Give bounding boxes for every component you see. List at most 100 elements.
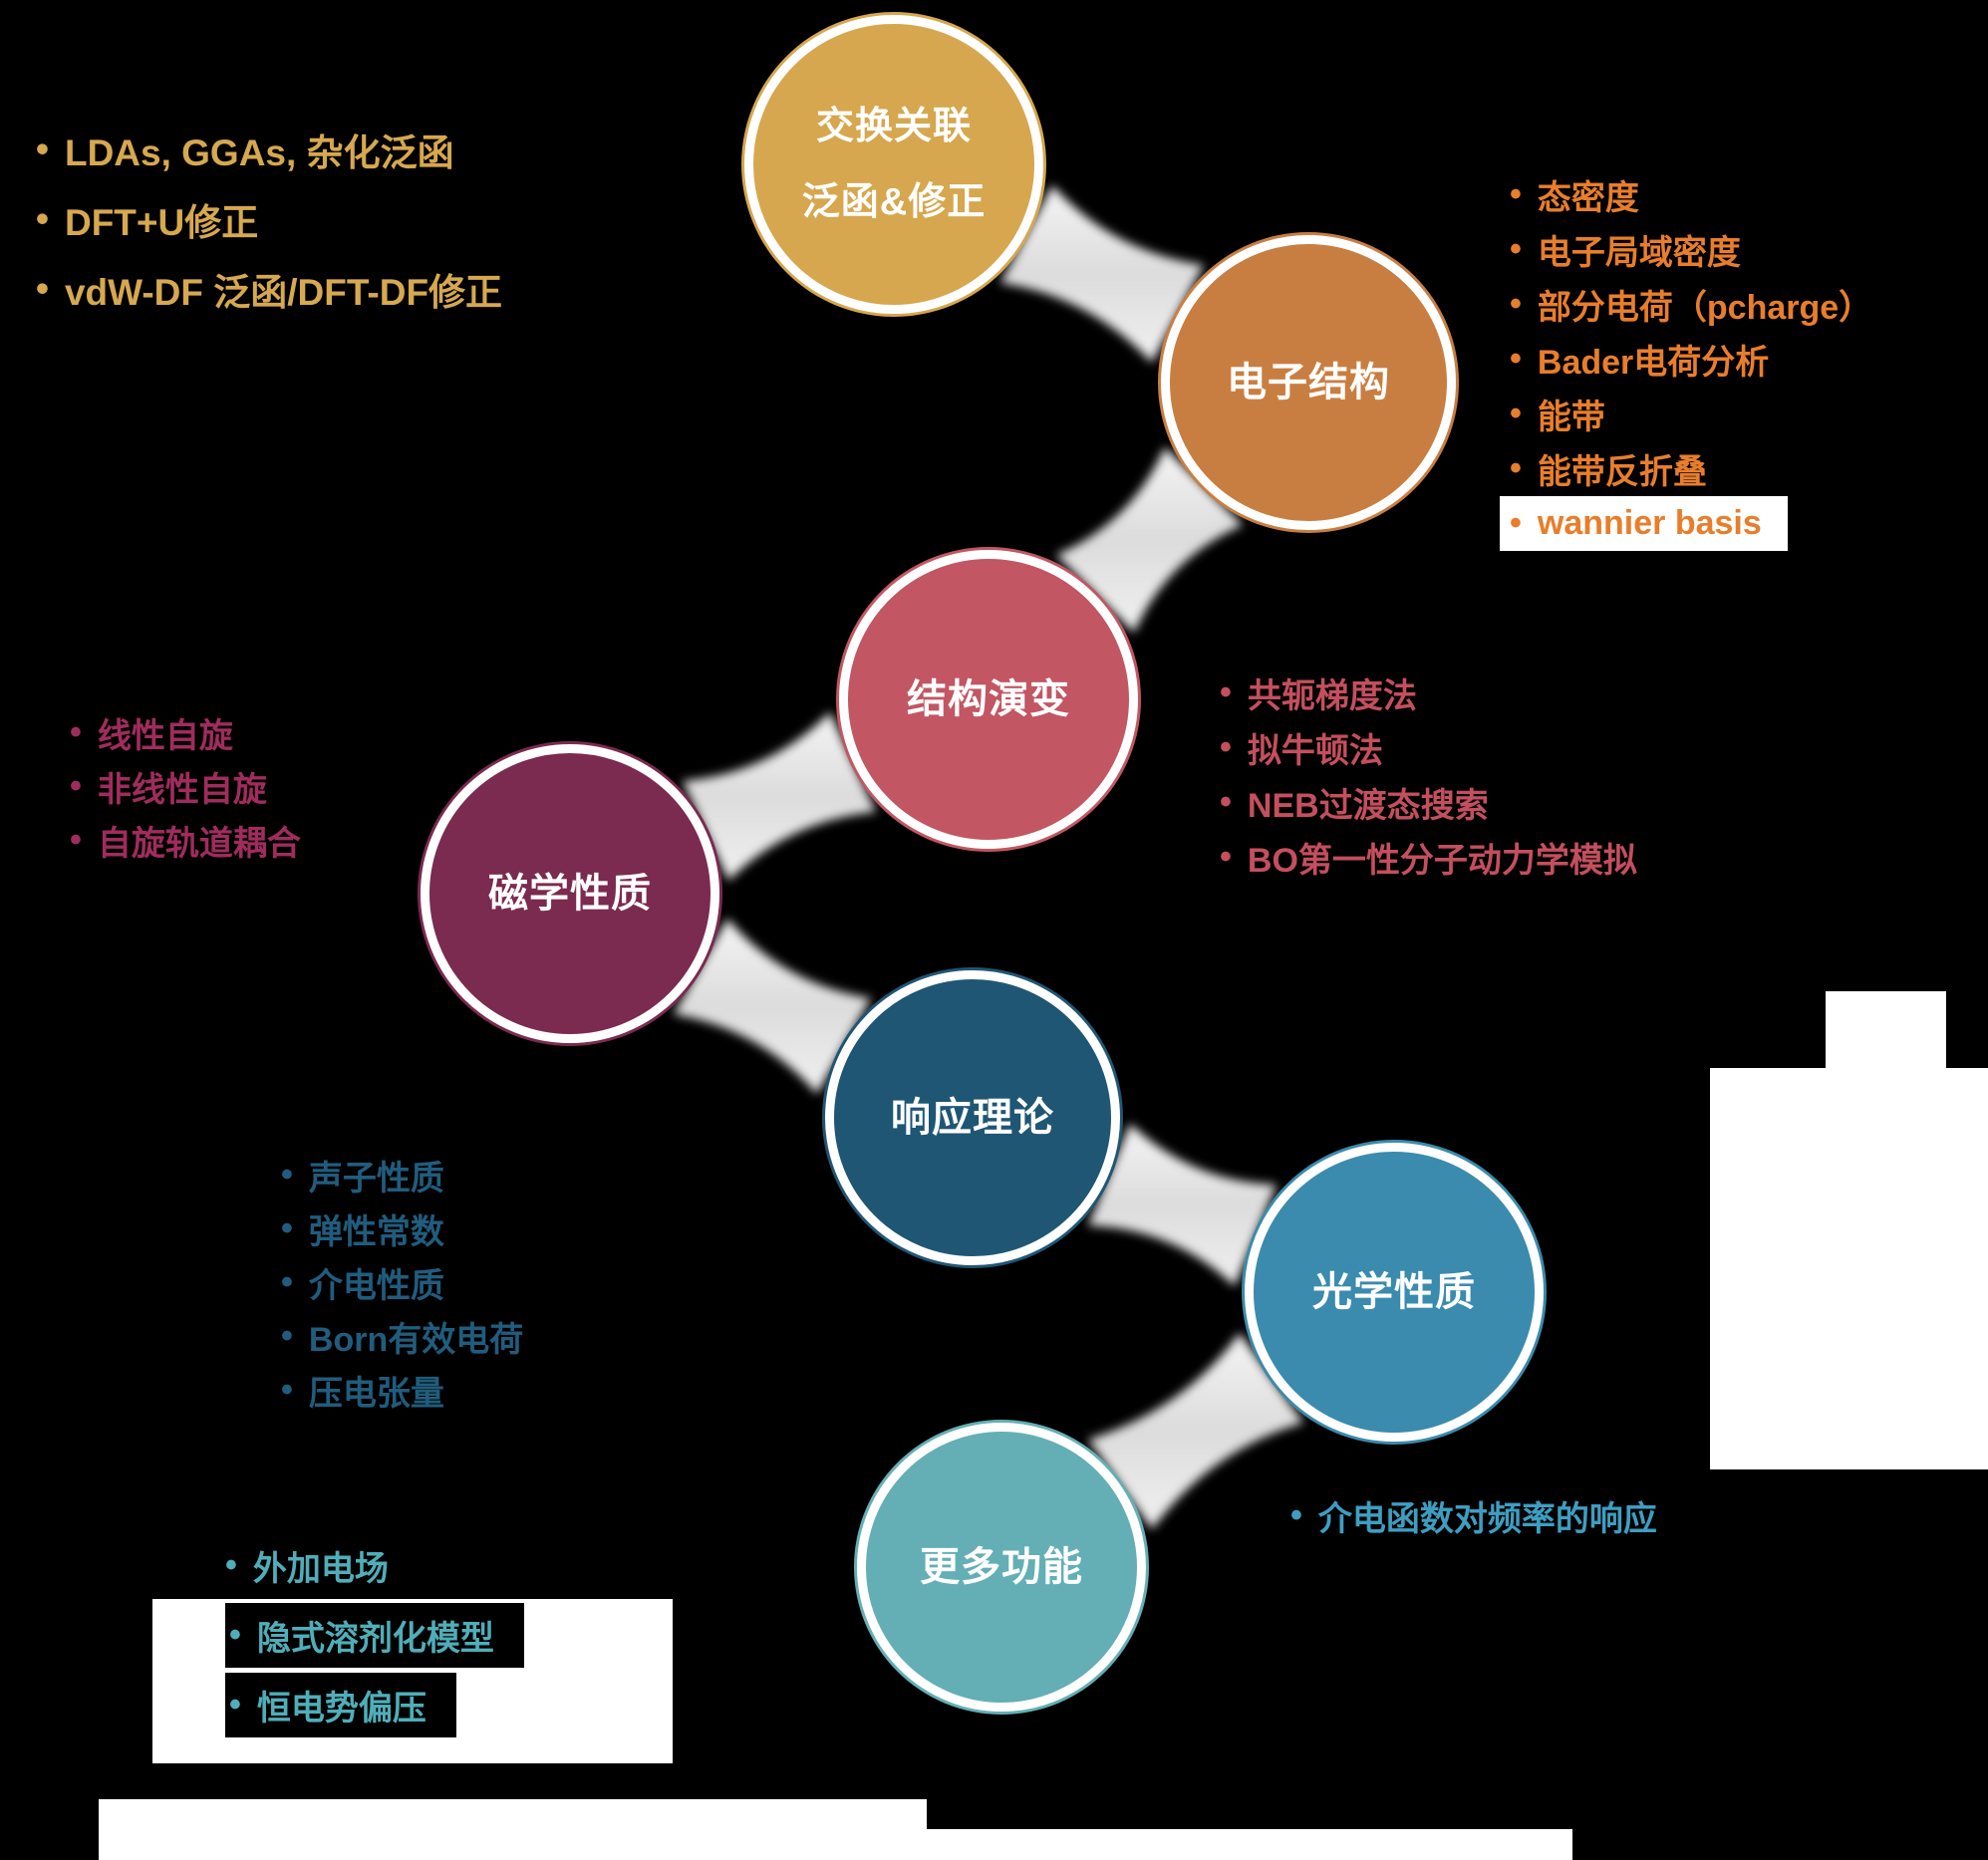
connector-ribbon bbox=[674, 919, 871, 1094]
node-label: 磁学性质 bbox=[488, 872, 652, 916]
list-item-text: 电子局域密度 bbox=[1537, 234, 1741, 272]
list-response-theory: • 声子性质 •弹性常数 • 介电性质 • Born有效电荷 • 压电张量 bbox=[281, 1148, 523, 1417]
bullet-icon: • bbox=[70, 766, 82, 805]
list-item-text: 介电函数对频率的响应 bbox=[1317, 1499, 1657, 1538]
list-item: •能带 bbox=[1510, 387, 1872, 441]
list-item: •共轭梯度法 bbox=[1220, 665, 1637, 720]
bullet-icon: • bbox=[281, 1316, 293, 1355]
list-item-text: 介电性质 bbox=[308, 1266, 444, 1305]
bullet-icon: • bbox=[1510, 340, 1522, 378]
node-exchange-correlation: 交换关联 泛函&修正 bbox=[744, 15, 1043, 314]
list-magnetic-properties: • 线性自旋 • 非线性自旋 • 自旋轨道耦合 bbox=[70, 705, 301, 867]
bullet-icon: • bbox=[1510, 175, 1522, 213]
list-item-text: BO第一性分子动力学模拟 bbox=[1247, 842, 1637, 880]
list-item: • LDAs, GGAs, 杂化泛函 bbox=[36, 115, 502, 184]
node-label: 更多功能 bbox=[920, 1545, 1083, 1589]
list-item-highlighted: • wannier basis bbox=[1500, 496, 1788, 551]
list-item-text: wannier basis bbox=[1537, 504, 1762, 542]
bullet-icon: • bbox=[36, 198, 49, 239]
list-item: • Bader电荷分析 bbox=[1510, 332, 1872, 387]
list-item-chip: • 隐式溶剂化模型 bbox=[225, 1602, 524, 1668]
list-item-text: 线性自旋 bbox=[97, 716, 233, 755]
list-item: • 线性自旋 bbox=[70, 705, 301, 759]
bullet-icon: • bbox=[281, 1155, 293, 1194]
node-label: 响应理论 bbox=[891, 1096, 1054, 1140]
list-more-features: •外加电场 • 隐式溶剂化模型 • 恒电势偏压 bbox=[225, 1530, 524, 1739]
list-item-text: 态密度 bbox=[1537, 179, 1639, 217]
bullet-icon: • bbox=[281, 1262, 293, 1301]
list-item: •部分电荷（pcharge） bbox=[1510, 277, 1872, 332]
list-item-text: 隐式溶剂化模型 bbox=[256, 1619, 494, 1658]
list-structure-evolution: •共轭梯度法 • 拟牛顿法 • NEB过渡态搜索 •BO第一性分子动力学模拟 bbox=[1220, 665, 1637, 885]
list-item: • 介电性质 bbox=[281, 1255, 523, 1309]
node-magnetic-properties: 磁学性质 bbox=[421, 744, 719, 1043]
node-structure-evolution: 结构演变 bbox=[839, 550, 1138, 849]
bullet-icon: • bbox=[36, 268, 49, 309]
node-label: 光学性质 bbox=[1312, 1270, 1476, 1314]
list-item-text: vdW-DF 泛函/DFT-DF修正 bbox=[64, 272, 503, 313]
transparency-artifact bbox=[926, 1829, 1572, 1860]
list-item-chip: • 恒电势偏压 bbox=[225, 1672, 456, 1737]
bullet-icon: • bbox=[1510, 449, 1522, 487]
bullet-icon: • bbox=[1290, 1495, 1302, 1534]
bullet-icon: • bbox=[1220, 783, 1232, 821]
node-label: 交换关联 泛函&修正 bbox=[802, 89, 986, 240]
list-item: • 态密度 bbox=[1510, 167, 1872, 222]
bullet-icon: • bbox=[229, 1685, 241, 1724]
list-item: •BO第一性分子动力学模拟 bbox=[1220, 830, 1637, 885]
bullet-icon: • bbox=[229, 1615, 241, 1654]
list-item-text: DFT+U修正 bbox=[64, 202, 259, 243]
list-item-text: Bader电荷分析 bbox=[1537, 344, 1770, 382]
node-label-line: 交换关联 bbox=[815, 106, 972, 147]
bullet-icon: • bbox=[70, 820, 82, 859]
node-optical-properties: 光学性质 bbox=[1245, 1143, 1544, 1442]
list-item-text: 恒电势偏压 bbox=[256, 1689, 426, 1727]
list-item: • 介电函数对频率的响应 bbox=[1290, 1488, 1657, 1542]
list-item-text: 压电张量 bbox=[308, 1374, 444, 1413]
list-item: • NEB过渡态搜索 bbox=[1220, 775, 1637, 830]
bullet-icon: • bbox=[1510, 504, 1522, 542]
bullet-icon: • bbox=[70, 712, 82, 751]
node-label-line: 泛函&修正 bbox=[801, 181, 987, 223]
list-item: • 恒电势偏压 bbox=[225, 1670, 524, 1739]
connector-ribbon bbox=[1088, 1124, 1277, 1286]
list-item-text: LDAs, GGAs, 杂化泛函 bbox=[64, 133, 454, 173]
list-item-text: 能带反折叠 bbox=[1537, 453, 1707, 491]
list-item: • 自旋轨道耦合 bbox=[70, 813, 301, 867]
list-item: •电子局域密度 bbox=[1510, 222, 1872, 277]
node-label: 电子结构 bbox=[1227, 361, 1390, 404]
list-item-text: 弹性常数 bbox=[308, 1212, 444, 1251]
node-response-theory: 响应理论 bbox=[825, 970, 1120, 1265]
list-item: • 能带反折叠 bbox=[1510, 441, 1872, 496]
bullet-icon: • bbox=[1510, 395, 1522, 432]
list-item-text: 共轭梯度法 bbox=[1247, 677, 1417, 715]
list-item: • Born有效电荷 bbox=[281, 1309, 523, 1363]
list-item: •弹性常数 bbox=[281, 1201, 523, 1255]
list-item: • 拟牛顿法 bbox=[1220, 720, 1637, 775]
list-item: • 压电张量 bbox=[281, 1363, 523, 1417]
list-item: • 声子性质 bbox=[281, 1148, 523, 1201]
bullet-icon: • bbox=[281, 1370, 293, 1409]
list-item: • 隐式溶剂化模型 bbox=[225, 1600, 524, 1670]
connector-ribbon bbox=[1000, 185, 1204, 363]
list-item-text: 拟牛顿法 bbox=[1247, 732, 1383, 770]
list-item-text: Born有效电荷 bbox=[308, 1320, 524, 1359]
node-electronic-structure: 电子结构 bbox=[1161, 235, 1456, 530]
connector-ribbon bbox=[1056, 447, 1243, 633]
bullet-icon: • bbox=[225, 1545, 237, 1584]
list-optical-properties: • 介电函数对频率的响应 bbox=[1290, 1488, 1657, 1542]
transparency-artifact bbox=[1826, 991, 1946, 1068]
bullet-icon: • bbox=[1220, 728, 1232, 766]
list-item: •外加电场 bbox=[225, 1530, 524, 1600]
list-item-text: NEB过渡态搜索 bbox=[1247, 787, 1489, 825]
connector-ribbon bbox=[683, 712, 876, 881]
connector-ribbon bbox=[1088, 1333, 1303, 1529]
list-item-text: 自旋轨道耦合 bbox=[97, 824, 301, 863]
node-label: 结构演变 bbox=[907, 677, 1070, 721]
list-item-text: 非线性自旋 bbox=[97, 770, 267, 809]
list-item-text: 声子性质 bbox=[308, 1159, 444, 1197]
list-electronic-structure: •态密度 •电子局域密度 •部分电荷（pcharge） •Bader电荷分析 •… bbox=[1500, 167, 1872, 551]
bullet-icon: • bbox=[36, 129, 49, 169]
list-item: • 非线性自旋 bbox=[70, 759, 301, 813]
